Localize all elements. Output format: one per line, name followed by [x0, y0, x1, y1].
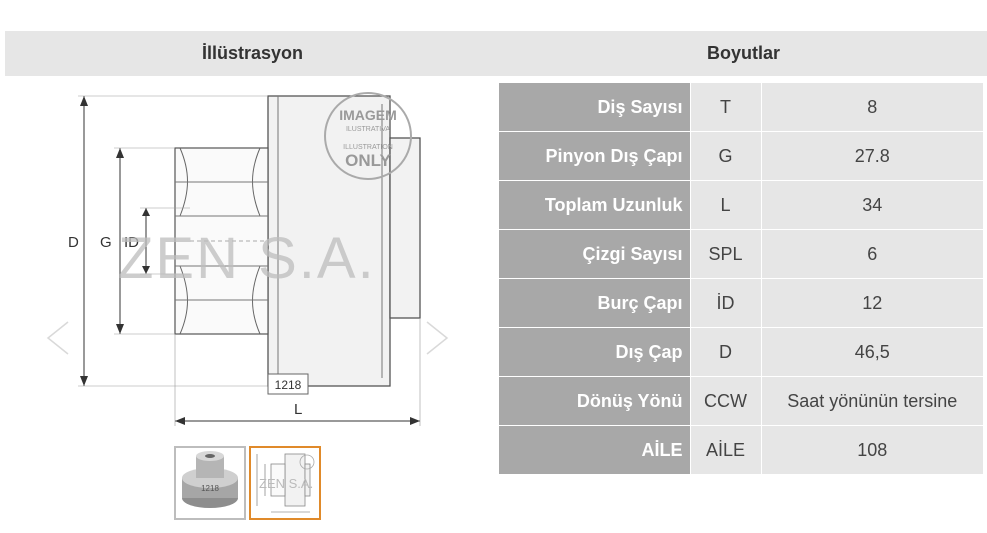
spec-value: 12	[760, 278, 983, 328]
spec-label: Toplam Uzunluk	[499, 180, 690, 230]
spec-value: 46,5	[760, 327, 983, 377]
spec-value: 34	[760, 180, 983, 230]
thumbnail-drawing[interactable]: ZEN S.A.	[249, 446, 321, 520]
spec-value: 27.8	[760, 131, 983, 181]
spec-value: 8	[760, 83, 983, 132]
dim-d-label: D	[68, 234, 79, 251]
svg-text:ONLY: ONLY	[345, 151, 391, 170]
housing-rear	[389, 137, 421, 319]
spec-label: Dış Çap	[499, 327, 690, 377]
spec-symbol: L	[689, 180, 761, 230]
spec-label: Burç Çapı	[499, 278, 690, 328]
illustration-only-stamp: IMAGEM ILUSTRATIVA ILLUSTRATION ONLY	[324, 92, 412, 180]
dimensions-header: Boyutlar	[500, 31, 987, 76]
spec-value: Saat yönünün tersine	[760, 376, 983, 426]
thumbnail-photo[interactable]: 1218	[174, 446, 246, 520]
spec-value: 108	[760, 425, 983, 475]
svg-text:ILUSTRATIVA: ILUSTRATIVA	[346, 126, 390, 133]
watermark-logo: ZEN S.A.	[118, 226, 376, 291]
spec-symbol: T	[689, 83, 761, 132]
product-drawing: D G ID L 1218 ZEN S.A. IMAGEM ILUSTRATIV…	[68, 92, 421, 426]
dim-g-label: G	[100, 234, 112, 251]
next-image-arrow-icon[interactable]	[421, 318, 453, 358]
product-photo-icon: 1218	[182, 451, 238, 508]
prev-image-arrow-icon[interactable]	[42, 318, 74, 358]
svg-text:1218: 1218	[201, 484, 219, 493]
dim-l-label: L	[294, 401, 302, 418]
spec-label: Pinyon Dış Çapı	[499, 131, 690, 181]
technical-drawing-icon: ZEN S.A.	[256, 453, 315, 513]
spec-label: Diş Sayısı	[499, 83, 690, 132]
part-number-label: 1218	[275, 378, 302, 392]
svg-text:IMAGEM: IMAGEM	[339, 107, 397, 123]
spec-label: Dönüş Yönü	[499, 376, 690, 426]
illustration-header: İllüstrasyon	[5, 31, 500, 76]
svg-text:ILLUSTRATION: ILLUSTRATION	[343, 144, 393, 151]
spec-label: Çizgi Sayısı	[499, 229, 690, 279]
spec-symbol: CCW	[689, 376, 761, 426]
spec-symbol: İD	[689, 278, 761, 328]
spec-symbol: G	[689, 131, 761, 181]
spec-value: 6	[760, 229, 983, 279]
svg-text:ZEN S.A.: ZEN S.A.	[259, 476, 313, 491]
housing-body	[267, 95, 391, 387]
dim-id-label: ID	[124, 234, 139, 251]
spec-label: AİLE	[499, 425, 690, 475]
spec-symbol: D	[689, 327, 761, 377]
spec-symbol: SPL	[689, 229, 761, 279]
spec-symbol: AİLE	[689, 425, 761, 475]
